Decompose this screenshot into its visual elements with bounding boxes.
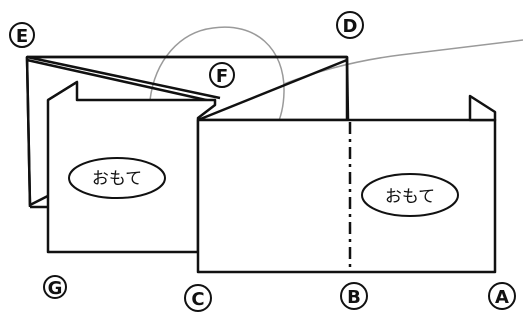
point-a: A [488, 282, 516, 310]
point-c: C [184, 284, 212, 312]
edge-d-down [345, 56, 350, 121]
point-a-label: A [495, 287, 509, 308]
fold-diagonal-lower [26, 58, 216, 104]
left-panel-label-group: おもて [68, 157, 166, 199]
point-b: B [340, 282, 368, 310]
fold-diagonal-upper [26, 55, 221, 100]
fold-f [197, 58, 348, 122]
edge-e-down [25, 56, 32, 208]
point-d: D [336, 11, 364, 39]
right-panel-oval [361, 173, 459, 217]
right-panel-label-group: おもて [361, 173, 459, 217]
point-e-label: E [16, 26, 28, 47]
point-f-label: F [216, 66, 228, 87]
right-panel-label: おもて [385, 187, 435, 207]
left-panel-label: おもて [92, 169, 142, 189]
left-panel-oval [68, 157, 166, 199]
left-flap [47, 80, 78, 102]
point-e: E [9, 22, 35, 48]
point-f: F [209, 62, 235, 88]
point-c-label: C [191, 289, 204, 310]
point-d-label: D [343, 16, 358, 37]
point-g: G [43, 275, 67, 299]
front-panel [196, 118, 497, 274]
point-b-label: B [347, 287, 361, 308]
highlight-trail [283, 39, 523, 85]
point-g-label: G [48, 278, 63, 299]
right-flap [468, 94, 497, 122]
